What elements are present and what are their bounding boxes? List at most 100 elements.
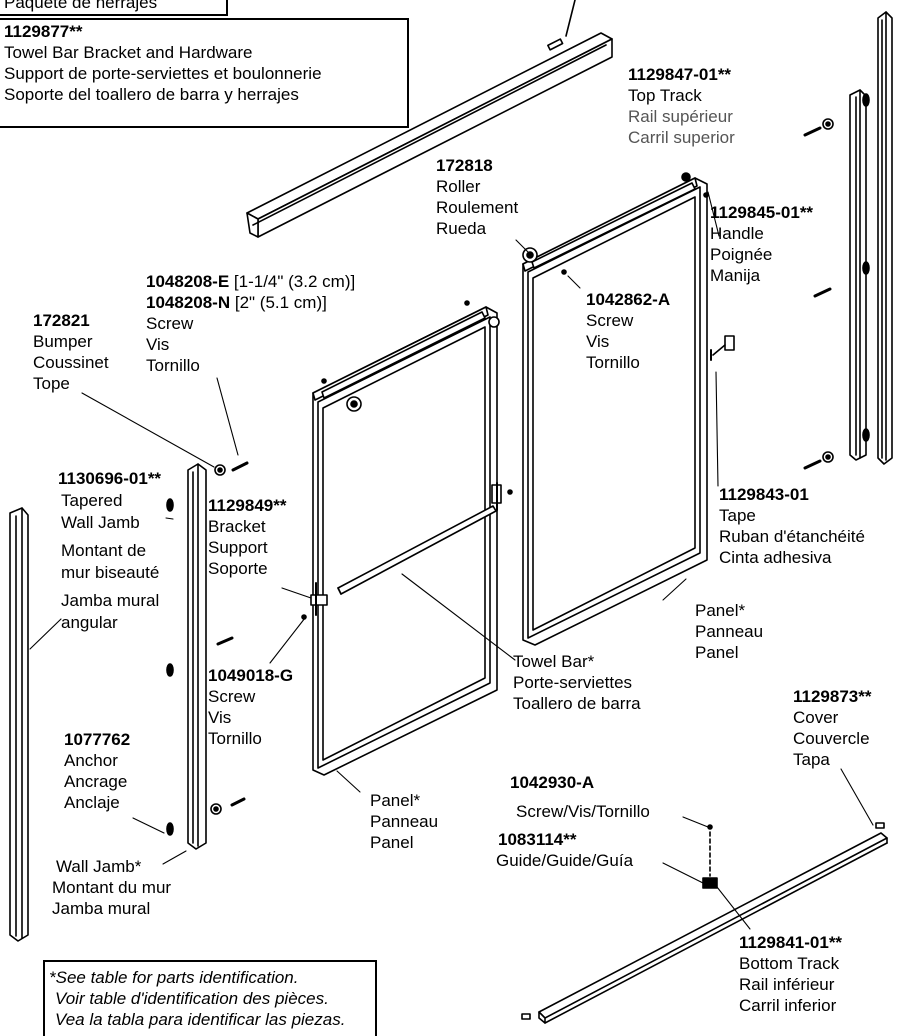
roller-label: 172818 Roller Roulement Rueda [436,155,518,239]
right-wall-jamb-shape [877,11,893,465]
panel-left-line-fr: Panneau [370,812,439,831]
left-wall-jamb-shape [9,507,29,942]
right-tapered-jamb-shape [849,89,867,461]
handle-line-es: Manija [710,266,761,285]
tape-line-fr: Ruban d'étanchéité [719,527,865,546]
screw-1048208-label: 1048208-E [1-1/4" (3.2 cm)] 1048208-N [2… [146,271,355,376]
cover-line-es: Tapa [793,750,830,769]
panel-left-line-en: Panel* [370,791,421,810]
top-track-part-no: 1129847-01** [628,65,732,84]
handle-part-no: 1129845-01** [710,203,814,222]
tapered-wall-jamb-line-6: angular [61,613,118,632]
towel-bar-bracket-box: 1129877** Towel Bar Bracket and Hardware… [0,18,409,128]
screw-1042862-line-fr: Vis [586,332,610,351]
anchor-label: 1077762 Anchor Ancrage Anclaje [64,729,130,813]
top-track-line-fr: Rail supérieur [628,107,733,126]
panel-right-label: Panel* Panneau Panel [695,600,763,663]
footnote-box: *See table for parts identification. Voi… [43,960,377,1036]
cover-part-no: 1129873** [793,687,872,706]
towel-bar-shape [337,505,497,595]
bracket-line-es: Soporte [208,559,268,578]
bottom-track-part-no: 1129841-01** [739,933,843,952]
leader-top [565,0,576,37]
roller-line-en: Roller [436,177,481,196]
guide-part-no: 1083114** [498,830,577,849]
back-panel-shape [522,172,709,646]
handle-line-fr: Poignée [710,245,773,264]
bracket-line-fr: Support [208,538,268,557]
top-track-label: 1129847-01** Top Track Rail supérieur Ca… [628,64,735,148]
wall-jamb-line-fr: Montant du mur [52,878,172,897]
panel-right-line-fr: Panneau [695,622,764,641]
left-tapered-jamb-shape [187,463,207,850]
towel-bar-bracket-line-fr: Support de porte-serviettes et boulonner… [4,64,322,83]
left-jamb-anchors [166,498,174,836]
screw-1042862-label: 1042862-A Screw Vis Tornillo [586,289,670,373]
tape-label: 1129843-01 Tape Ruban d'étanchéité Cinta… [719,484,865,568]
bumper-label: 172821 Bumper Coussinet Tope [33,310,109,394]
screw-1042862-part-no: 1042862-A [586,290,671,309]
towel-bar-label: Towel Bar* Porte-serviettes Toallero de … [513,651,641,714]
wall-jamb-label: Wall Jamb* Montant du mur Jamba mural [52,856,171,919]
anchor-line-en: Anchor [64,751,118,770]
hardware-pack-text: Paquete de herrajes [4,0,158,12]
bracket-line-en: Bracket [208,517,266,536]
bottom-track-line-en: Bottom Track [739,954,840,973]
roller-part-no: 172818 [436,156,493,175]
towel-bar-bracket-line-es: Soporte del toallero de barra y herrajes [4,85,299,104]
screw-1042862-line-en: Screw [586,311,634,330]
bumper-line-fr: Coussinet [33,353,109,372]
towel-bar-bracket-part-no: 1129877** [4,22,83,41]
tapered-wall-jamb-line-2: Wall Jamb [61,513,140,532]
screw-1048208-e-size: [1-1/4" (3.2 cm)] [229,272,356,291]
tapered-wall-jamb-label: 1130696-01** Tapered Wall Jamb Montant d… [58,468,161,634]
panel-left-line-es: Panel [370,833,414,852]
front-panel-shape [312,300,500,776]
tape-line-es: Cinta adhesiva [719,548,832,567]
screw-1048208-line-es: Tornillo [146,356,200,375]
anchor-part-no: 1077762 [64,730,131,749]
panel-right-line-es: Panel [695,643,739,662]
right-jamb-anchors [862,93,870,442]
wall-jamb-line-es: Jamba mural [52,899,151,918]
tapered-wall-jamb-part-no: 1130696-01** [58,469,162,488]
left-screws [210,461,249,815]
bottom-track-shape [521,822,888,1024]
guide-text: Guide/Guide/Guía [496,851,634,870]
anchor-line-es: Anclaje [64,793,120,812]
tapered-wall-jamb-line-4: mur biseauté [61,563,160,582]
guide-label: 1083114** Guide/Guide/Guía [496,829,633,871]
towel-bar-line-en: Towel Bar* [513,652,595,671]
screw-1049018-line-en: Screw [208,687,256,706]
tapered-wall-jamb-line-3: Montant de [61,541,147,560]
bumper-line-en: Bumper [33,332,93,351]
screw-1048208-line-en: Screw [146,314,194,333]
top-track-shape [246,32,613,238]
guide-shape [702,824,718,889]
footnote-line-es: Vea la tabla para identificar las piezas… [55,1010,346,1029]
tapered-wall-jamb-line-1: Tapered [61,491,123,510]
cover-line-fr: Couvercle [793,729,870,748]
tapered-wall-jamb-line-5: Jamba mural [61,591,160,610]
handle-line-en: Handle [710,224,764,243]
screw-1042862-line-es: Tornillo [586,353,640,372]
screw-1048208-n-size: [2" (5.1 cm)] [230,293,327,312]
screw-1048208-e-part-no: 1048208-E [146,272,230,291]
hardware-pack-label: Paquete de herrajes [0,0,228,16]
cover-label: 1129873** Cover Couvercle Tapa [793,686,871,770]
bumper-part-no: 172821 [33,311,90,330]
anchor-line-fr: Ancrage [64,772,128,791]
footnote-line-en: *See table for parts identification. [49,968,299,987]
tape-part-no: 1129843-01 [719,485,809,504]
screw-1049018-line-es: Tornillo [208,729,262,748]
panel-left-label: Panel* Panneau Panel [370,790,438,853]
panel-right-line-en: Panel* [695,601,746,620]
screw-1049018-part-no: 1049018-G [208,666,294,685]
bracket-part-no: 1129849** [208,496,287,515]
screw-1042930-part-no: 1042930-A [510,773,595,792]
cover-line-en: Cover [793,708,839,727]
towel-bar-line-es: Toallero de barra [513,694,641,713]
roller-line-es: Rueda [436,219,487,238]
handle-shape [710,335,735,361]
